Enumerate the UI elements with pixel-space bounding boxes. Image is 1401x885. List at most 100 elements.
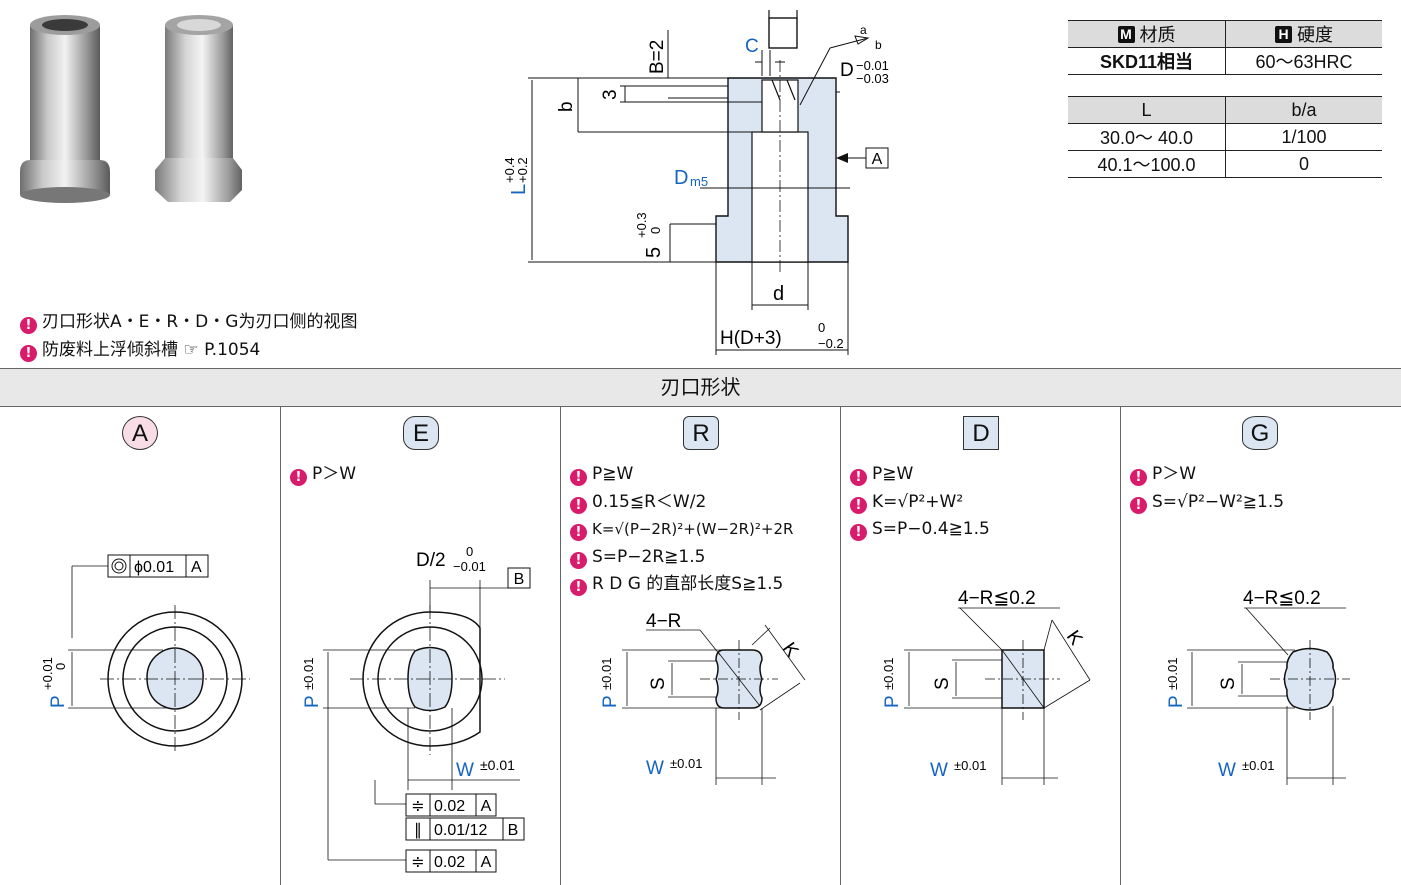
material-value: SKD11相当 — [1068, 47, 1226, 75]
page-link[interactable]: P.1054 — [204, 340, 261, 360]
label-W: W — [456, 760, 474, 781]
condition-text: R D G 的直部长度S≧1.5 — [592, 574, 784, 594]
ratio-col-ba: b/a — [1225, 96, 1382, 124]
conditions-G: !P＞W !S=√P²−W²≧1.5 — [1130, 461, 1284, 516]
condition-item: ! R D G 的直部长度S≧1.5 — [570, 571, 793, 599]
label-P-tol: ±0.01 — [301, 658, 316, 690]
ref-B: B — [514, 571, 525, 588]
label-D2-low: −0.01 — [453, 559, 486, 574]
shape-D-drawing: 4−R≦0.2 K S P ±0.01 W ±0.01 — [881, 588, 1091, 785]
conditions-E: ! P＞W — [290, 461, 356, 489]
label-b: b — [556, 101, 577, 112]
label-B2: B=2 — [647, 40, 668, 74]
shape-badge-A: A — [122, 416, 158, 450]
bullet-icon: ! — [20, 345, 37, 362]
label-5-low: 0 — [648, 227, 663, 234]
symmetry-icon: ≑ — [411, 798, 424, 815]
label-S: S — [648, 677, 669, 690]
condition-item: ! P≧W — [570, 461, 793, 489]
label-P-up: +0.01 — [40, 657, 55, 690]
main-dimension-drawing: A a b C D −0.01 −0.03 B=2 3 b L +0.4 +0.… — [502, 10, 889, 355]
label-D-tol: D — [840, 60, 854, 81]
bullet-icon: ! — [570, 551, 587, 569]
condition-text: 0.15≦R＜W/2 — [592, 491, 707, 512]
bullet-icon: ! — [570, 496, 587, 514]
condition-item: !S=P−2R≧1.5 — [570, 544, 793, 572]
shape-E-drawing: B D/2 0 −0.01 P ±0.01 W ±0.01 ≑ ∥ ≑ 0.02… — [301, 544, 531, 873]
label-P: P — [302, 695, 323, 708]
label-W-tol: ±0.01 — [954, 758, 986, 773]
label-b-small: b — [875, 38, 882, 52]
label-P-tol: ±0.01 — [599, 658, 614, 690]
condition-item: ! P≧W — [850, 461, 990, 489]
label-H: H(D+3) — [720, 328, 782, 349]
bullet-icon: ! — [570, 469, 587, 486]
condition-item: ! P＞W — [290, 461, 356, 489]
shape-col-R — [561, 406, 841, 885]
bullet-icon: ! — [570, 579, 587, 596]
condition-text: P≧W — [592, 464, 634, 484]
label-4R-le02: 4−R≦0.2 — [958, 588, 1036, 609]
symmetry-icon: ≑ — [411, 854, 424, 871]
ratio-row-l: 30.0～ 40.0 — [1068, 123, 1226, 151]
condition-item: ! S=P−0.4≧1.5 — [850, 516, 990, 544]
shape-badge-E: E — [403, 416, 439, 450]
condition-text: P＞W — [312, 464, 357, 484]
shape-R-drawing: 4−R K S P ±0.01 W ±0.01 — [599, 611, 806, 785]
bullet-icon: ! — [850, 469, 867, 486]
conditions-D: ! P≧W !K=√P²+W² ! S=P−0.4≧1.5 — [850, 461, 990, 544]
label-P: P — [48, 695, 69, 708]
label-P: P — [600, 695, 621, 708]
label-K: K — [1062, 627, 1087, 650]
condition-item: !K=√(P−2R)²+(W−2R)²+2R — [570, 516, 793, 544]
label-K: K — [778, 639, 803, 662]
material-badge: M — [1117, 26, 1135, 43]
condition-text: S=√P²−W²≧1.5 — [1152, 491, 1285, 512]
label-D2: D/2 — [416, 550, 446, 571]
condition-item: ! 0.15≦R＜W/2 — [570, 489, 793, 517]
bullet-icon: ! — [1130, 469, 1147, 486]
bullet-icon: ! — [290, 469, 307, 486]
label-W-tol: ±0.01 — [670, 756, 702, 771]
condition-text: P＞W — [1152, 464, 1197, 484]
fc3-ref: A — [481, 854, 492, 871]
condition-text: P≧W — [872, 464, 914, 484]
ref-A: A — [872, 151, 883, 168]
label-5-up: +0.3 — [634, 212, 649, 238]
note-text: 刃口形状A・E・R・D・G为刃口侧的视图 — [42, 312, 358, 332]
parallel-icon: ∥ — [414, 822, 422, 839]
ratio-row-l: 40.1～100.0 — [1068, 150, 1226, 178]
label-D2-up: 0 — [466, 544, 473, 559]
shape-badge-D: D — [963, 416, 999, 450]
condition-item: !K=√P²+W² — [850, 489, 990, 517]
hardness-badge: H — [1275, 26, 1292, 43]
label-W-tol: ±0.01 — [480, 757, 515, 773]
section-title: 刃口形状 — [0, 368, 1401, 407]
label-a: a — [860, 23, 867, 37]
ratio-row-ba: 1/100 — [1225, 123, 1382, 151]
fc2-val: 0.01/12 — [434, 822, 487, 839]
ratio-col-L: L — [1068, 96, 1226, 124]
bullet-icon: ! — [20, 317, 37, 334]
bullet-icon: ! — [850, 524, 867, 541]
label-Dm5-sub: m5 — [690, 174, 708, 189]
shape-col-E — [281, 406, 561, 885]
notes: ! 刃口形状A・E・R・D・G为刃口侧的视图 !防废料上浮倾斜槽 ☞ P.1054 — [20, 308, 357, 364]
material-header: 材质 — [1139, 25, 1176, 45]
label-W: W — [1218, 760, 1236, 781]
shape-col-A — [0, 406, 281, 885]
tol-ref: A — [191, 559, 202, 576]
label-L-low: +0.2 — [515, 157, 530, 183]
label-S: S — [1218, 677, 1239, 690]
condition-text: S=P−0.4≧1.5 — [872, 519, 990, 539]
bullet-icon: ! — [570, 524, 587, 541]
bushing-photo-flat — [155, 15, 242, 202]
note-item: !防废料上浮倾斜槽 ☞ P.1054 — [20, 336, 357, 364]
label-P-low: 0 — [53, 663, 68, 670]
label-5: 5 — [643, 247, 665, 258]
label-4R: 4−R — [646, 611, 681, 632]
label-Dm5: D — [674, 167, 688, 189]
shape-G-drawing: 4−R≦0.2 S P ±0.01 W ±0.01 — [1165, 588, 1350, 785]
bullet-icon: ! — [850, 496, 867, 514]
